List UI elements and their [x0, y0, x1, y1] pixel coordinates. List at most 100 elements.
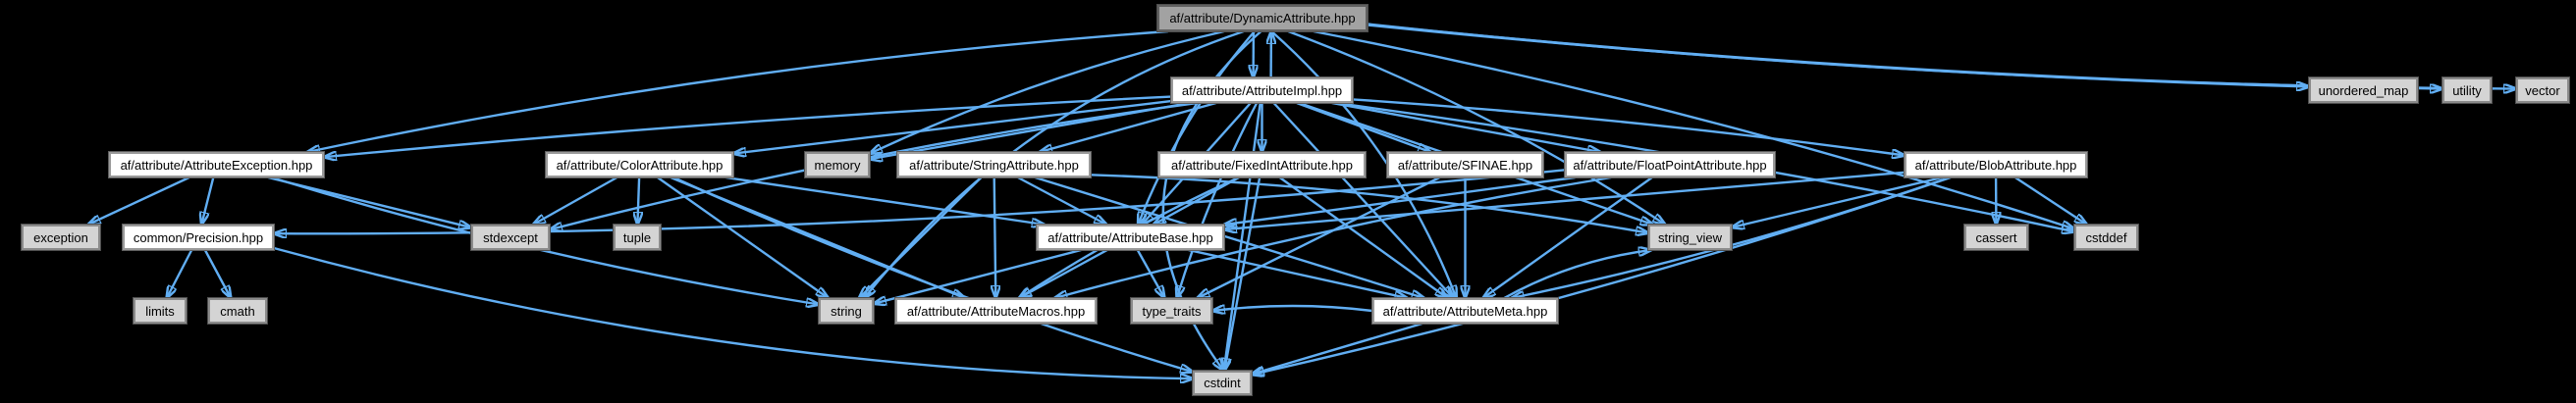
graph-edge-impl-to-stringattr — [1040, 101, 1217, 152]
graph-node-label: cstdint — [1204, 376, 1241, 390]
graph-node-utility: utility — [2442, 77, 2492, 103]
graph-node-meta[interactable]: af/attribute/AttributeMeta.hpp — [1372, 298, 1558, 324]
graph-edge-dynamic-to-string_view — [1287, 29, 1665, 225]
graph-node-stdexcept: stdexcept — [471, 225, 550, 250]
graph-node-type_traits: type_traits — [1131, 298, 1212, 324]
graph-node-cmath: cmath — [208, 298, 267, 324]
graph-node-label: af/attribute/FloatPointAttribute.hpp — [1573, 157, 1767, 173]
graph-node-exception: exception — [22, 225, 100, 250]
graph-edge-blob-to-cstddef — [2014, 176, 2087, 225]
graph-node-label: string — [831, 303, 862, 319]
graph-node-string: string — [819, 298, 874, 324]
graph-edge-meta-to-cstdint — [1252, 322, 1423, 375]
graph-node-label: cmath — [220, 303, 255, 319]
graph-edge-blob-to-base — [1224, 171, 1905, 229]
graph-node-label: limits — [145, 303, 175, 319]
graph-edge-color-to-base — [725, 176, 1044, 225]
graph-edge-impl-to-meta — [1272, 102, 1454, 298]
graph-node-stringattr[interactable]: af/attribute/StringAttribute.hpp — [897, 152, 1091, 177]
graph-node-label: string_view — [1657, 229, 1723, 245]
graph-node-exception_hpp[interactable]: af/attribute/AttributeException.hpp — [109, 152, 324, 177]
graph-node-label: exception — [33, 229, 88, 245]
graph-edge-dynamic-to-base — [1138, 30, 1256, 225]
graph-node-label: common/Precision.hpp — [133, 229, 264, 245]
graph-edge-precision-to-cmath — [203, 249, 231, 298]
graph-edge-impl-to-sfinae — [1296, 101, 1430, 152]
graph-edge-impl-to-cstdint — [1224, 102, 1261, 371]
graph-edge-dynamic-to-cstddef — [1313, 29, 2074, 229]
graph-edge-color-to-tuple — [637, 176, 639, 225]
graph-edge-stringattr-to-string_view — [1090, 174, 1648, 232]
graph-node-label: af/attribute/StringAttribute.hpp — [909, 157, 1079, 173]
graph-edge-meta-to-string_view — [1503, 250, 1651, 300]
graph-node-tuple: tuple — [614, 225, 661, 250]
graph-node-precision[interactable]: common/Precision.hpp — [123, 225, 274, 250]
graph-node-dynamic: af/attribute/DynamicAttribute.hpp — [1157, 5, 1368, 31]
graph-node-label: tuple — [622, 229, 652, 245]
graph-edge-dynamic-to-utility — [1367, 23, 2442, 89]
graph-node-sfinae[interactable]: af/attribute/SFINAE.hpp — [1387, 152, 1543, 177]
graph-node-floatpoint[interactable]: af/attribute/FloatPointAttribute.hpp — [1565, 152, 1775, 177]
graph-node-label: af/attribute/AttributeMacros.hpp — [906, 303, 1086, 319]
graph-node-cstdint: cstdint — [1193, 371, 1252, 395]
graph-edge-base-to-string — [874, 248, 1082, 304]
graph-edge-color-to-string — [657, 176, 829, 298]
graph-edge-floatpoint-to-base — [1224, 176, 1576, 225]
graph-edge-dynamic-to-exception_hpp — [307, 29, 1168, 152]
graph-edge-impl-to-type_traits — [1177, 102, 1259, 298]
graph-node-label: af/attribute/AttributeException.hpp — [120, 157, 313, 173]
graph-edge-exception_hpp-to-stdexcept — [267, 176, 471, 227]
graph-edge-exception_hpp-to-string — [271, 176, 820, 305]
graph-edge-impl-to-color — [733, 99, 1172, 154]
graph-node-blob[interactable]: af/attribute/BlobAttribute.hpp — [1905, 152, 2087, 177]
graph-node-impl[interactable]: af/attribute/AttributeImpl.hpp — [1171, 77, 1353, 103]
graph-node-unordered_map: unordered_map — [2309, 77, 2418, 103]
graph-edge-blob-to-meta — [1512, 176, 1951, 298]
graph-edge-base-to-macros — [1019, 248, 1108, 298]
graph-node-label: af/attribute/SFINAE.hpp — [1397, 157, 1533, 173]
graph-edge-impl-to-blob — [1352, 98, 1905, 155]
graph-edge-stringattr-to-string — [859, 176, 983, 298]
graph-edge-dynamic-to-meta — [1270, 30, 1456, 298]
graph-edge-stringattr-to-base — [1017, 176, 1106, 225]
graph-node-label: af/attribute/AttributeImpl.hpp — [1181, 82, 1343, 98]
graph-edge-exception_hpp-to-exception — [88, 176, 190, 225]
graph-edge-dynamic-to-memory — [870, 29, 1225, 154]
graph-edge-color-to-stdexcept — [533, 176, 617, 225]
graph-node-label: af/attribute/AttributeMeta.hpp — [1382, 303, 1548, 319]
graph-node-fixedint[interactable]: af/attribute/FixedIntAttribute.hpp — [1158, 152, 1366, 177]
graph-edge-fixedint-to-meta — [1278, 176, 1448, 298]
graph-node-memory: memory — [805, 152, 870, 177]
graph-edge-sfinae-to-type_traits — [1198, 176, 1440, 298]
graph-edge-fixedint-to-cstdint — [1224, 176, 1261, 371]
graph-edge-impl-to-floatpoint — [1331, 101, 1600, 152]
graph-node-string_view: string_view — [1648, 225, 1732, 250]
graph-node-label: af/attribute/AttributeBase.hpp — [1047, 229, 1213, 245]
graph-node-label: af/attribute/ColorAttribute.hpp — [556, 157, 724, 173]
graph-node-label: stdexcept — [483, 229, 538, 245]
graph-edge-precision-to-limits — [167, 249, 193, 298]
graph-edge-blob-to-string_view — [1732, 176, 1943, 227]
graph-node-limits: limits — [134, 298, 187, 324]
graph-edge-floatpoint-to-meta — [1483, 176, 1653, 298]
graph-node-color[interactable]: af/attribute/ColorAttribute.hpp — [546, 152, 733, 177]
graph-edge-color-to-cstdint — [672, 176, 1193, 372]
graph-edge-floatpoint-to-precision — [274, 169, 1566, 233]
graph-node-label: vector — [2525, 82, 2560, 98]
graph-node-label: type_traits — [1142, 303, 1202, 319]
graph-node-base[interactable]: af/attribute/AttributeBase.hpp — [1037, 225, 1224, 250]
graph-edge-dynamic-to-unordered_map — [1367, 24, 2309, 87]
graph-node-label: af/attribute/FixedIntAttribute.hpp — [1171, 157, 1353, 173]
graph-node-cassert: cassert — [1964, 225, 2028, 250]
graph-edge-floatpoint-to-macros — [1054, 176, 1612, 298]
graph-node-label: utility — [2452, 82, 2482, 98]
graph-node-macros[interactable]: af/attribute/AttributeMacros.hpp — [895, 298, 1097, 324]
graph-node-cstddef: cstddef — [2074, 225, 2138, 250]
graph-edge-impl-to-stdexcept — [550, 101, 1198, 229]
graph-node-label: cstddef — [2085, 229, 2127, 245]
graph-edge-impl-to-exception_hpp — [324, 95, 1172, 158]
graph-edge-stringattr-to-macros — [994, 176, 996, 298]
graph-node-vector: vector — [2516, 77, 2569, 103]
